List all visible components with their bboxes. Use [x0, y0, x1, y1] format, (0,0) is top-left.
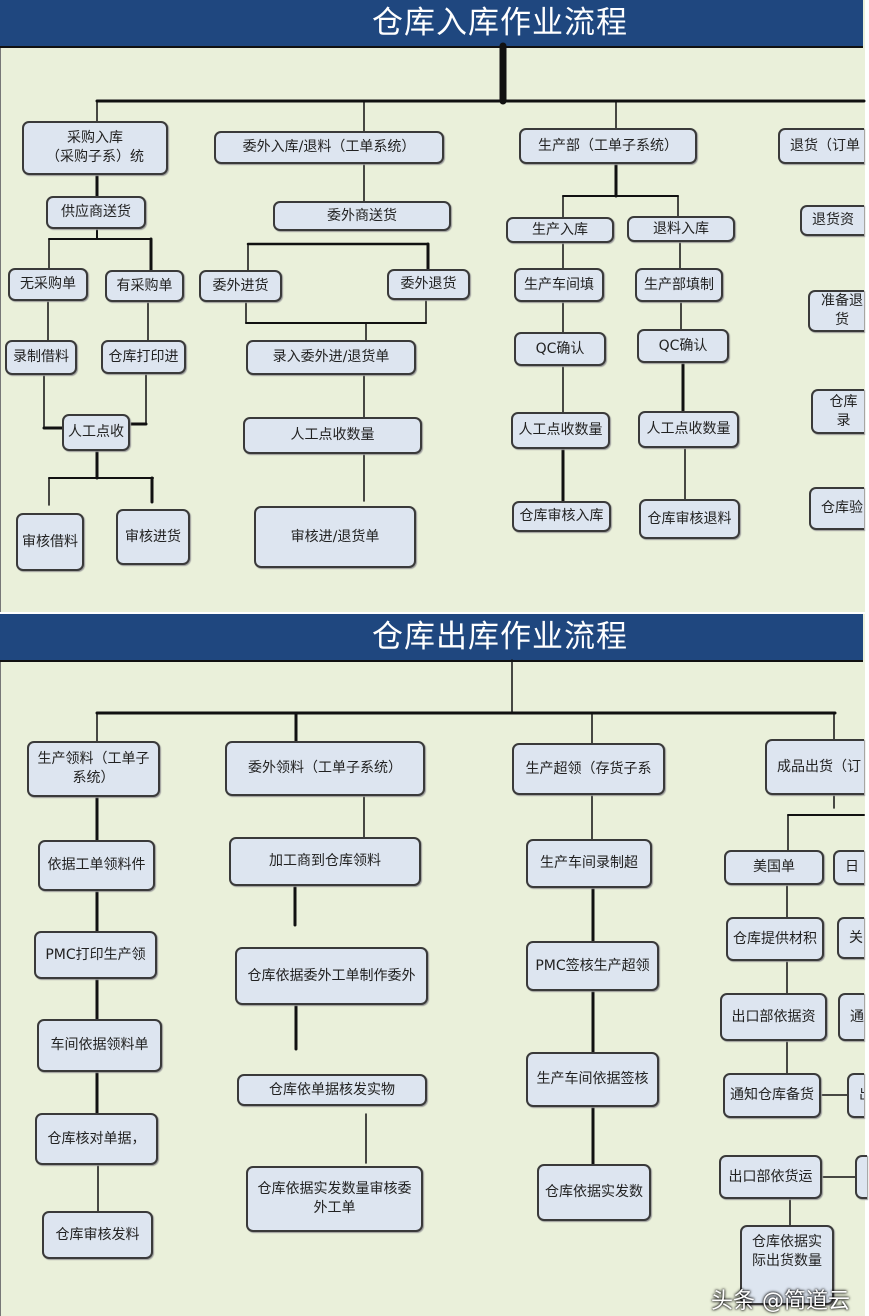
inbound-step-box: 人工点收数量: [243, 417, 422, 454]
outbound-step-box: 生产车间依据签核: [526, 1052, 659, 1107]
inbound-step-box: 无采购单: [8, 268, 88, 301]
inbound-step-box: 准备退货: [808, 290, 864, 332]
outbound-step-box: 仓库依据实发数: [537, 1164, 651, 1221]
outbound-step-box: 仓库依单据核发实物: [237, 1074, 427, 1106]
inbound-step-box: 有采购单: [105, 270, 184, 302]
inbound-step-box: 生产入库: [506, 217, 614, 243]
outbound-header: 仓库出库作业流程: [0, 614, 863, 662]
inbound-step-box: 委外商送货: [273, 201, 451, 231]
inbound-step-box: 录入委外进/退货单: [246, 340, 416, 375]
outbound-step-box: 仓库依据委外工单制作委外: [235, 947, 428, 1005]
inbound-step-box: 审核借料: [16, 513, 84, 571]
outbound-step-box: 仓库审核发料: [42, 1211, 153, 1259]
inbound-step-box: 退货（订单: [778, 128, 864, 164]
inbound-step-box: 仓库验: [809, 487, 864, 530]
outbound-step-box: 加工商到仓库领料: [229, 837, 421, 886]
inbound-step-box: QC确认: [637, 329, 729, 363]
outbound-step-box: 成品出货（订: [765, 739, 864, 795]
outbound-step-box: 生产超领（存货子系: [512, 743, 665, 795]
outbound-step-box: 日: [833, 850, 864, 885]
inbound-step-box: 人工点收数量: [511, 412, 610, 449]
inbound-step-box: 供应商送货: [46, 196, 146, 229]
inbound-step-box: 退料入库: [627, 216, 735, 242]
outbound-step-box: PMC打印生产领: [34, 931, 157, 979]
outbound-step-box: 仓库依据实发数量审核委 外工单: [246, 1166, 423, 1232]
outbound-step-box: 通知仓库备货: [723, 1073, 821, 1118]
outbound-step-box: 出: [847, 1073, 864, 1118]
inbound-step-box: 人工点收: [62, 414, 130, 451]
outbound-step-box: 车间依据领料单: [37, 1019, 162, 1072]
outbound-step-box: PMC签核生产超领: [526, 941, 659, 991]
inbound-step-box: 人工点收数量: [638, 411, 739, 448]
inbound-step-box: 生产车间填: [514, 268, 604, 302]
outbound-step-box: 出: [855, 1155, 867, 1199]
inbound-step-box: 委外入库/退料（工单系统）: [214, 131, 444, 164]
outbound-step-box: 生产领料（工单子 系统）: [27, 741, 160, 797]
outbound-title: 仓库出库作业流程: [372, 619, 628, 655]
outbound-step-box: 仓库核对单据，: [35, 1113, 158, 1165]
inbound-step-box: 仓库打印进: [101, 340, 186, 374]
inbound-step-box: QC确认: [514, 332, 606, 366]
outbound-step-box: 仓库提供材积: [726, 917, 824, 961]
inbound-step-box: 生产部（工单子系统）: [519, 128, 697, 164]
outbound-step-box: 通: [838, 993, 864, 1041]
inbound-step-box: 审核进货: [116, 509, 190, 565]
outbound-step-box: 美国单: [724, 850, 824, 885]
inbound-step-box: 委外退货: [387, 269, 470, 300]
outbound-step-box: 生产车间录制超: [526, 839, 652, 888]
outbound-step-box: 出口部依货运: [719, 1155, 822, 1199]
inbound-step-box: 仓库审核退料: [639, 499, 740, 539]
inbound-step-box: 审核进/退货单: [254, 506, 416, 568]
inbound-step-box: 录制借料: [5, 340, 77, 375]
inbound-step-box: 生产部填制: [635, 268, 723, 302]
outbound-step-box: 依据工单领料件: [38, 840, 155, 891]
outbound-step-box: 委外领料（工单子系统）: [225, 741, 425, 796]
inbound-header: 仓库入库作业流程: [0, 0, 863, 48]
outbound-step-box: 仓库依据实 际出货数量: [740, 1225, 834, 1305]
inbound-step-box: 仓库审核入库: [512, 501, 611, 532]
watermark: 头条 @简道云: [711, 1289, 850, 1314]
outbound-step-box: 关: [837, 917, 864, 959]
inbound-title: 仓库入库作业流程: [372, 5, 628, 41]
inbound-step-box: 仓库录: [811, 389, 864, 434]
inbound-step-box: 退货资: [800, 205, 864, 236]
inbound-step-box: 采购入库 （采购子系）统: [22, 121, 168, 175]
inbound-step-box: 委外进货: [199, 270, 282, 302]
outbound-step-box: 出口部依据资: [720, 993, 827, 1041]
